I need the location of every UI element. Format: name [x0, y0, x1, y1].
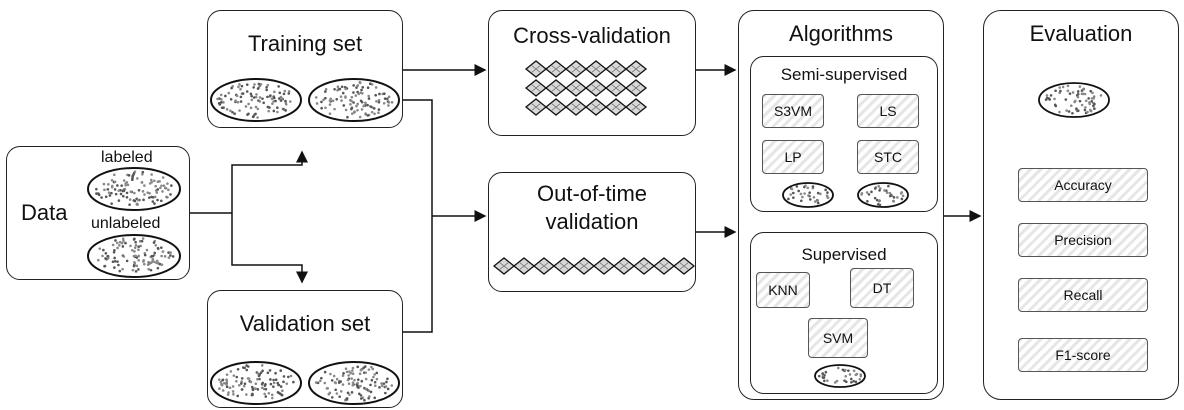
- unlabeled-label: unlabeled: [91, 215, 161, 232]
- out-of-time-box: Out-of-time validation: [488, 172, 696, 292]
- labeled-label: labeled: [101, 149, 153, 166]
- cross-validation-box: Cross-validation: [488, 10, 696, 136]
- data-title: Data: [21, 200, 68, 225]
- out-of-time-title-line1: Out-of-time: [536, 181, 648, 206]
- algo-stc: STC: [857, 140, 919, 174]
- out-of-time-title-line2: validation: [545, 209, 639, 234]
- cross-validation-title: Cross-validation: [513, 23, 671, 48]
- metric-precision: Precision: [1018, 223, 1148, 257]
- algo-s3vm: S3VM: [762, 94, 824, 128]
- data-box: Data labeled unlabeled: [6, 146, 190, 280]
- semi-supervised-box: Semi-supervised: [750, 56, 938, 212]
- algo-lp-pill: LP: [762, 140, 824, 174]
- validation-set-title: Validation set: [239, 311, 371, 336]
- validation-set-box: Validation set: [207, 290, 403, 408]
- algo-dt: DT: [850, 268, 914, 308]
- algo-knn: KNN: [756, 272, 810, 308]
- metric-f1-score: F1-score: [1018, 338, 1148, 372]
- algo-ls: LS: [857, 94, 919, 128]
- split-to-training-arrow: [231, 150, 308, 213]
- evaluation-box: Evaluation: [983, 10, 1179, 400]
- split-to-validation-arrow: [231, 213, 308, 284]
- algo-svm: SVM: [808, 318, 868, 358]
- supervised-box: Supervised: [750, 232, 938, 394]
- algorithms-title: Algorithms: [789, 21, 893, 46]
- semi-supervised-title: Semi-supervised: [780, 65, 908, 84]
- metric-accuracy: Accuracy: [1018, 168, 1148, 202]
- supervised-title: Supervised: [801, 245, 887, 264]
- training-set-box: Training set: [207, 10, 403, 128]
- training-to-merge-line: [403, 99, 433, 333]
- metric-recall: Recall: [1018, 278, 1148, 312]
- evaluation-title: Evaluation: [1029, 21, 1133, 46]
- training-set-title: Training set: [247, 31, 363, 56]
